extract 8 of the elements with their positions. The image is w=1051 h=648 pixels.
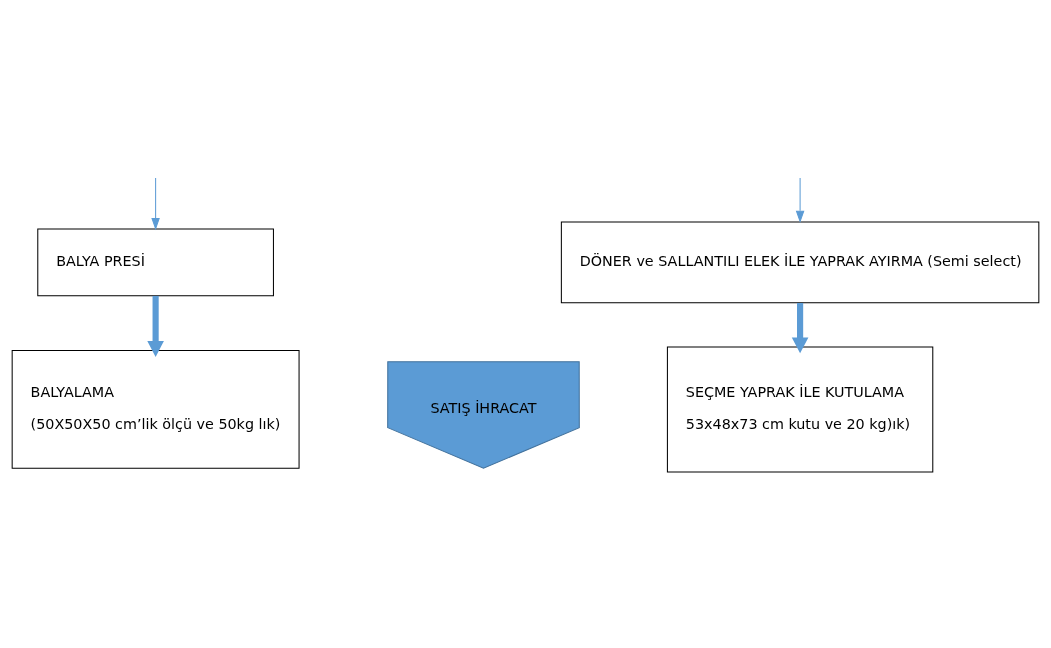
arrow (147, 295, 164, 357)
arrow (151, 176, 160, 230)
arrow (795, 176, 805, 223)
node-box: BALYALAMA (50X50X50 cm’lik ölçü ve 50kg lık) (11, 349, 300, 469)
node-box: DÖNER ve SALLANTILI ELEK İLE YAPRAK AYIRMA (Semi select) (560, 220, 1040, 303)
node-box: BALYA PRESİ (37, 228, 274, 296)
arrow (791, 302, 809, 353)
node-box: SEÇME YAPRAK İLE KUTULAMA 53x48x73 cm kutu ve 20 kg)ık) (666, 345, 934, 472)
